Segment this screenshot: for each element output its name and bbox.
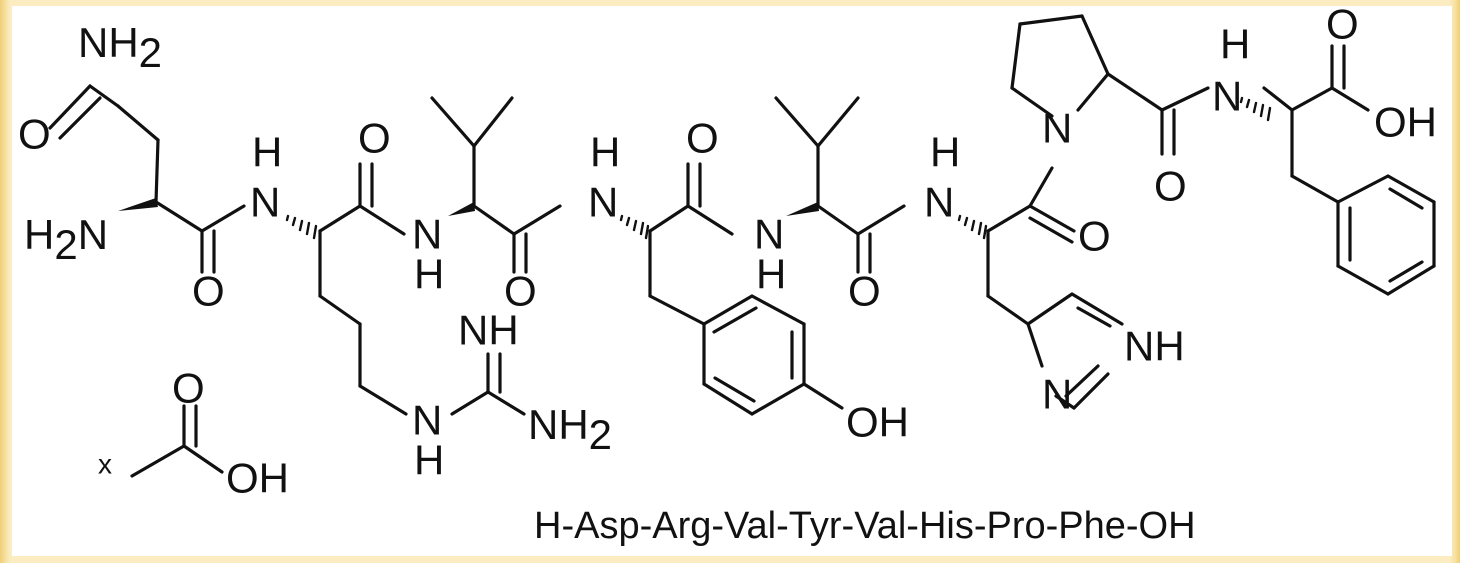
- atom-label-nh2: NH2: [78, 19, 162, 76]
- atom-label-h: H: [930, 129, 960, 176]
- atom-label-h: H: [756, 251, 786, 298]
- wedge-bond: [448, 202, 475, 216]
- wedge-bond: [118, 198, 158, 211]
- atom-label-n: N: [1042, 371, 1072, 418]
- bond-skeleton: [48, 14, 1436, 478]
- hashed-bond: [957, 214, 988, 240]
- atom-label-h: H: [252, 129, 282, 176]
- hashed-bond: [285, 214, 318, 240]
- atom-labels: NH2 O H2N O H N O N H O H N O N H O H N …: [18, 6, 1437, 502]
- atom-label-o: O: [1078, 213, 1111, 260]
- atom-label-n: N: [1042, 105, 1072, 152]
- atom-label-o: O: [1154, 163, 1187, 210]
- atom-label-o: O: [504, 268, 537, 315]
- sequence-caption: H-Asp-Arg-Val-Tyr-Val-His-Pro-Phe-OH: [534, 505, 1196, 547]
- atom-label-h: H: [1220, 21, 1250, 68]
- stereo-bonds: [118, 96, 1272, 240]
- atom-label-nh: NH: [458, 307, 519, 354]
- hashed-bond: [1239, 96, 1272, 122]
- atom-label-n: N: [1212, 73, 1242, 120]
- peptide-structure-diagram: NH2 O H2N O H N O N H O H N O N H O H N …: [18, 6, 1437, 547]
- atom-label-o: O: [848, 268, 881, 315]
- atom-label-oh: OH: [1374, 99, 1437, 146]
- atom-label-n: N: [924, 179, 954, 226]
- counterion-multiplier: x: [98, 449, 112, 480]
- atom-label-o: O: [686, 115, 719, 162]
- atom-label-nh2: NH2: [528, 401, 612, 458]
- atom-label-n: N: [250, 179, 280, 226]
- atom-label-nh: NH: [1124, 323, 1185, 370]
- atom-label-n: N: [588, 179, 618, 226]
- atom-label-h: H: [414, 251, 444, 298]
- atom-label-n: N: [412, 211, 442, 258]
- atom-label-o: O: [1326, 6, 1359, 48]
- atom-label-n: N: [412, 397, 442, 444]
- atom-label-o: O: [358, 115, 391, 162]
- atom-label-n: N: [754, 211, 784, 258]
- wedge-bond: [786, 202, 819, 216]
- hashed-bond: [619, 214, 650, 240]
- atom-label-h: H: [590, 129, 620, 176]
- atom-label-h2n: H2N: [24, 211, 108, 268]
- atom-label-h: H: [414, 437, 444, 484]
- atom-label-o: O: [192, 268, 225, 315]
- atom-label-o: O: [18, 111, 51, 158]
- atom-label-oh: OH: [846, 399, 909, 446]
- atom-label-o: O: [172, 365, 205, 412]
- atom-label-oh: OH: [226, 455, 289, 502]
- structure-panel: NH2 O H2N O H N O N H O H N O N H O H N …: [12, 6, 1452, 556]
